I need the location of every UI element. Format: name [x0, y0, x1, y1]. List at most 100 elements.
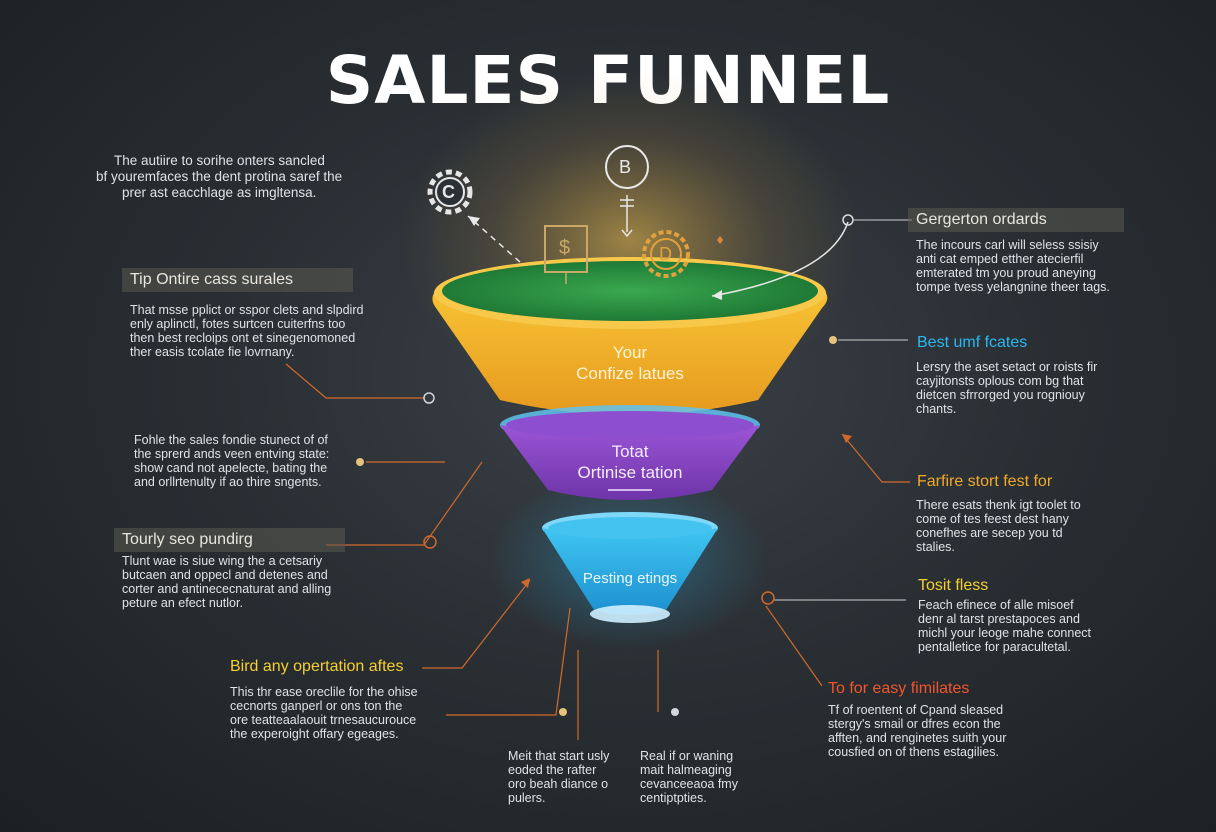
- left-block-1: That msse pplict or sspor clets and slpd…: [130, 303, 363, 359]
- left-header-3: Tourly seo pundirg: [114, 528, 345, 552]
- text-line: pentalletice for paracultetal.: [918, 640, 1071, 654]
- right-block-3: There esats thenk igt toolet to come of …: [916, 498, 1081, 554]
- funnel-stage-2-label: Totat Ortinise tation: [530, 441, 730, 483]
- text-line: Fohle the sales fondie stunect of of: [134, 433, 328, 447]
- text-line: dietcen sfrrorged you rogniouy: [916, 388, 1085, 402]
- text-line: Meit that start usly: [508, 749, 610, 763]
- text-line: then best recloips ont et sinegenomoned: [130, 331, 356, 345]
- coin-icon-glyph: D: [659, 244, 672, 264]
- funnel-top-surface: [442, 261, 818, 321]
- right-header-1: Gergerton ordards: [908, 208, 1124, 232]
- intro-line: bf youremfaces the dent protina saref th…: [96, 169, 343, 184]
- stage-2-line: Ortinise tation: [577, 463, 683, 482]
- text-line: enly aplinctl, fotes surtcen cuiterfns t…: [130, 317, 346, 331]
- right-header-5: To for easy fimilates: [828, 680, 970, 697]
- text-line: Lersry the aset setact or roists fir: [916, 360, 1098, 374]
- connector-node: [842, 214, 854, 226]
- connector-line: [422, 579, 531, 669]
- text-line: tompe tvess yelangnine theer tags.: [916, 280, 1110, 294]
- text-line: Tlunt wae is siue wing the a cetsariy: [122, 554, 323, 568]
- bars-icon: [620, 199, 634, 207]
- gear-icon-glyph: C: [442, 182, 455, 202]
- text-line: There esats thenk igt toolet to: [916, 498, 1081, 512]
- left-block-3: Tlunt wae is siue wing the a cetsariy bu…: [122, 554, 331, 610]
- text-line: mait halmeaging: [640, 763, 732, 777]
- left-block-2: Fohle the sales fondie stunect of of the…: [134, 433, 329, 489]
- text-line: Feach efinece of alle misoef: [918, 598, 1074, 612]
- arrow-head-icon: [521, 578, 530, 588]
- connector-node: [423, 392, 435, 404]
- connector-line: [446, 607, 571, 716]
- text-line: butcaen and oppecl and detenes and: [122, 568, 328, 582]
- text-line: cevanceeaoa fmy: [640, 777, 738, 791]
- connector-node: [559, 708, 567, 716]
- right-block-4: Feach efinece of alle misoef denr al tar…: [918, 598, 1091, 654]
- intro-text: The autiire to sorihe onters sancled bf …: [96, 153, 342, 201]
- left-header-1: Tip Ontire cass surales: [122, 268, 353, 292]
- gear-icon: [427, 169, 473, 215]
- stage-1-line: Confize latues: [576, 364, 684, 383]
- funnel-stage-1-label: Your Confize latues: [530, 342, 730, 384]
- text-line: emterated tm you proud aneying: [916, 266, 1096, 280]
- sparkle-icon: [717, 236, 723, 244]
- text-line: eoded the rafter: [508, 763, 597, 777]
- text-line: come of tes feest dest hany: [916, 512, 1069, 526]
- funnel-stage-3-label: Pesting etings: [530, 568, 730, 589]
- bottom-block-2: Real if or waning mait halmeaging cevanc…: [640, 749, 738, 805]
- arrow-down-icon: [621, 229, 633, 238]
- target-icon-glyph: B: [619, 157, 632, 177]
- bottom-block-1: Meit that start usly eoded the rafter or…: [508, 749, 609, 805]
- text-line: That msse pplict or sspor clets and slpd…: [130, 303, 364, 317]
- funnel-stage-3-top: [548, 517, 712, 539]
- right-header-4: Tosit fless: [918, 577, 989, 594]
- text-line: Tf of roentent of Cpand sleased: [828, 703, 1004, 717]
- stage-1-line: Your: [612, 343, 648, 362]
- left-header-4: Bird any opertation aftes: [230, 658, 404, 675]
- intro-line: The autiire to sorihe onters sancled: [114, 153, 325, 168]
- text-line: denr al tarst prestapoces and: [918, 612, 1080, 626]
- coin-gear-icon: [642, 230, 690, 278]
- funnel-stage-2-top: [506, 411, 754, 439]
- text-line: the sprerd ands veen entving state:: [134, 447, 330, 461]
- dollar-icon-glyph: $: [559, 237, 571, 259]
- dashed-arrow: [467, 215, 521, 263]
- text-line: oro beah diance o: [508, 777, 609, 791]
- text-line: michl your leoge mahe connect: [918, 626, 1092, 640]
- right-block-5: Tf of roentent of Cpand sleased stergy's…: [828, 703, 1006, 759]
- curved-arrow-head-icon: [712, 290, 722, 300]
- dollar-box-icon: [544, 225, 588, 284]
- text-line: cecnorts ganperl or ons ton the: [230, 699, 403, 713]
- text-line: centiptpties.: [640, 791, 707, 805]
- stage-2-line: Totat: [611, 442, 649, 461]
- right-block-1: The incours carl will seless ssisiy anti…: [916, 238, 1110, 294]
- text-line: show cand not apelecte, bating the: [134, 461, 328, 475]
- text-line: the experoight offary egeages.: [230, 727, 399, 741]
- left-block-4: This thr ease oreclile for the ohise cec…: [230, 685, 418, 741]
- text-line: stergy's smail or dfres econ the: [828, 717, 1001, 731]
- text-line: This thr ease oreclile for the ohise: [230, 685, 418, 699]
- text-line: cayjitonsts oplous com bg that: [916, 374, 1084, 388]
- text-line: corter and antinececnaturat and alling: [122, 582, 332, 596]
- curved-arrow: [711, 221, 849, 297]
- right-header-2: Best umf fcates: [917, 334, 1028, 351]
- connector-line: [326, 461, 483, 546]
- connector-line: [765, 605, 823, 687]
- text-line: ore teatteaalaouit trnesaucurouce: [230, 713, 417, 727]
- text-line: peture an efect nutlor.: [122, 596, 243, 610]
- funnel-stage-2: [500, 425, 760, 500]
- funnel-stage-3: [542, 528, 718, 615]
- connector-node: [829, 336, 837, 344]
- text-line: chants.: [916, 402, 957, 416]
- text-line: ther easis tcolate fie lovrnany.: [130, 345, 295, 359]
- funnel-outlet: [590, 605, 670, 623]
- connector-node: [671, 708, 679, 716]
- text-line: anti cat emped etther atecierfil: [916, 252, 1084, 266]
- text-line: and orllrtenulty if ao thire sngents.: [134, 475, 322, 489]
- text-line: conefhes are secep you td: [916, 526, 1063, 540]
- arrow-head-icon: [842, 434, 852, 443]
- text-line: Real if or waning: [640, 749, 734, 763]
- text-line: afften, and renginetes suith your: [828, 731, 1007, 745]
- right-block-2: Lersry the aset setact or roists fir cay…: [916, 360, 1097, 416]
- text-line: The incours carl will seless ssisiy: [916, 238, 1099, 252]
